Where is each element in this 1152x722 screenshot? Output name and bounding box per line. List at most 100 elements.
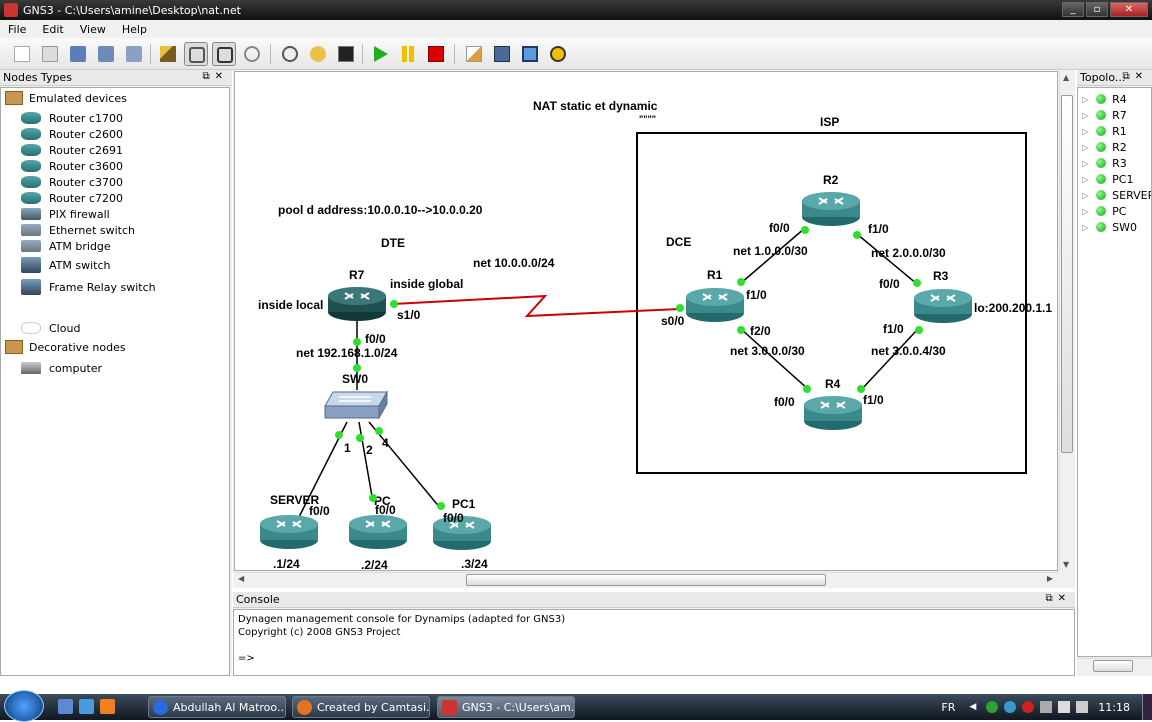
horizontal-scroll-thumb[interactable]: [466, 574, 826, 586]
r1-name[interactable]: R1: [707, 268, 723, 282]
scroll-down-icon[interactable]: ▼: [1063, 560, 1070, 569]
category-decorative-nodes[interactable]: Decorative nodes: [5, 339, 126, 355]
topology-scroll-thumb[interactable]: [1093, 660, 1133, 672]
iface-label[interactable]: f0/0: [365, 332, 386, 346]
link-r1-r2[interactable]: [740, 227, 806, 284]
taskbar-item[interactable]: Abdullah Al Matroo...: [148, 696, 286, 718]
scroll-up-icon[interactable]: ▲: [1063, 73, 1070, 82]
taskbar-item[interactable]: Created by Camtasi...: [292, 696, 430, 718]
network-icon[interactable]: [1058, 701, 1071, 713]
maximize-button[interactable]: ▫: [1086, 2, 1108, 17]
taskbar-item-active[interactable]: GNS3 - C:\Users\am...: [437, 696, 575, 718]
menu-edit[interactable]: Edit: [42, 22, 64, 36]
iface-label[interactable]: f0/0: [443, 511, 464, 525]
expand-arrow-icon[interactable]: ▷: [1082, 222, 1089, 232]
topology-item[interactable]: ▷PC: [1082, 204, 1127, 218]
expand-arrow-icon[interactable]: ▷: [1082, 206, 1089, 216]
pc1-name[interactable]: PC1: [452, 497, 476, 511]
topology-item[interactable]: ▷R7: [1082, 108, 1127, 122]
draw-ellipse-icon[interactable]: [546, 42, 570, 66]
panel-controls[interactable]: ⧉✕: [1122, 71, 1148, 82]
tray-app-icon[interactable]: [986, 701, 999, 713]
node-type-atm-bridge[interactable]: ATM bridge: [21, 238, 111, 254]
iface-label[interactable]: f2/0: [750, 324, 771, 338]
explorer-icon[interactable]: [79, 699, 94, 714]
volume-icon[interactable]: [1076, 701, 1089, 713]
minimize-button[interactable]: _: [1062, 2, 1084, 17]
r7-name[interactable]: R7: [349, 268, 365, 282]
topology-item[interactable]: ▷R1: [1082, 124, 1127, 138]
node-type-pix-firewall[interactable]: PIX firewall: [21, 206, 110, 222]
node-type-router-c3700[interactable]: Router c3700: [21, 174, 123, 190]
console-output[interactable]: Dynagen management console for Dynamips …: [233, 609, 1075, 676]
node-type-router-c7200[interactable]: Router c7200: [21, 190, 123, 206]
pc-name[interactable]: PC: [374, 494, 391, 508]
r4-name[interactable]: R4: [825, 377, 841, 391]
close-button[interactable]: ✕: [1110, 2, 1148, 17]
node-type-frame-relay-switch[interactable]: Frame Relay switch: [21, 278, 156, 296]
console-icon[interactable]: [334, 42, 358, 66]
iface-label[interactable]: s0/0: [661, 314, 685, 328]
iface-label[interactable]: s1/0: [397, 308, 421, 322]
host-server[interactable]: [259, 514, 319, 550]
save-as-icon[interactable]: [122, 42, 146, 66]
net-r2r3-label[interactable]: net 2.0.0.0/30: [871, 246, 946, 260]
server-ip-label[interactable]: .1/24: [273, 557, 300, 571]
open-folder-icon[interactable]: [66, 42, 90, 66]
canvas-vertical-scrollbar[interactable]: ▲ ▼: [1059, 71, 1073, 571]
router-r4[interactable]: [803, 395, 863, 431]
net-wan-label[interactable]: net 10.0.0.0/24: [473, 256, 555, 270]
topology-item[interactable]: ▷SERVER: [1082, 188, 1152, 202]
tray-app-icon[interactable]: [1040, 701, 1053, 713]
save-icon[interactable]: [94, 42, 118, 66]
link-sw0-pc1[interactable]: [368, 421, 442, 510]
net-lan-label[interactable]: net 192.168.1.0/24: [296, 346, 398, 360]
show-hidden-icons-icon[interactable]: ◀: [969, 702, 977, 712]
topology-canvas[interactable]: NAT static et dynamic """" ISP pool d ad…: [234, 71, 1058, 571]
link-r3-r4[interactable]: [860, 329, 918, 391]
show-desktop-icon[interactable]: [58, 699, 73, 714]
router-r7[interactable]: [327, 286, 387, 322]
add-note-icon[interactable]: [462, 42, 486, 66]
isp-rectangle[interactable]: [636, 132, 1027, 474]
panel-controls[interactable]: ⧉✕: [1045, 593, 1071, 604]
node-type-router-c2600[interactable]: Router c2600: [21, 126, 123, 142]
pause-icon[interactable]: [396, 42, 420, 66]
r2-name[interactable]: R2: [823, 173, 839, 187]
simulation-mode-icon[interactable]: [212, 42, 236, 66]
menu-view[interactable]: View: [79, 22, 106, 36]
iface-label[interactable]: f0/0: [375, 503, 396, 517]
expand-arrow-icon[interactable]: ▷: [1082, 174, 1089, 184]
canvas-title-note[interactable]: NAT static et dynamic: [533, 99, 658, 113]
iface-label[interactable]: f0/0: [309, 504, 330, 518]
stop-icon[interactable]: [424, 42, 448, 66]
tray-app-icon[interactable]: [1022, 701, 1035, 713]
category-emulated-devices[interactable]: Emulated devices: [5, 90, 127, 106]
menu-help[interactable]: Help: [121, 22, 147, 36]
iface-label[interactable]: f0/0: [879, 277, 900, 291]
expand-arrow-icon[interactable]: ▷: [1082, 142, 1089, 152]
undo-icon[interactable]: [306, 42, 330, 66]
vertical-scroll-thumb[interactable]: [1061, 95, 1073, 453]
pool-note[interactable]: pool d address:10.0.0.10-->10.0.0.20: [278, 203, 483, 217]
r3-name[interactable]: R3: [933, 269, 949, 283]
expand-arrow-icon[interactable]: ▷: [1082, 190, 1089, 200]
canvas-title-sub[interactable]: """": [639, 114, 657, 124]
expand-arrow-icon[interactable]: ▷: [1082, 126, 1089, 136]
topology-item[interactable]: ▷R4: [1082, 92, 1127, 106]
pc1-ip-label[interactable]: .3/24: [461, 557, 488, 571]
router-r3[interactable]: [913, 288, 973, 324]
topology-item[interactable]: ▷R3: [1082, 156, 1127, 170]
panel-controls[interactable]: ⧉✕: [202, 71, 228, 82]
design-mode-icon[interactable]: [184, 42, 208, 66]
dte-label[interactable]: DTE: [381, 236, 405, 250]
iface-label[interactable]: 4: [382, 436, 389, 450]
node-type-router-c2691[interactable]: Router c2691: [21, 142, 123, 158]
insert-picture-icon[interactable]: [490, 42, 514, 66]
console-prompt[interactable]: =>: [238, 653, 255, 664]
iface-label[interactable]: 2: [366, 443, 373, 457]
iface-label[interactable]: f1/0: [863, 393, 884, 407]
node-type-router-c1700[interactable]: Router c1700: [21, 110, 123, 126]
link-r1-r4[interactable]: [740, 328, 810, 391]
switch-sw0[interactable]: [323, 388, 389, 422]
